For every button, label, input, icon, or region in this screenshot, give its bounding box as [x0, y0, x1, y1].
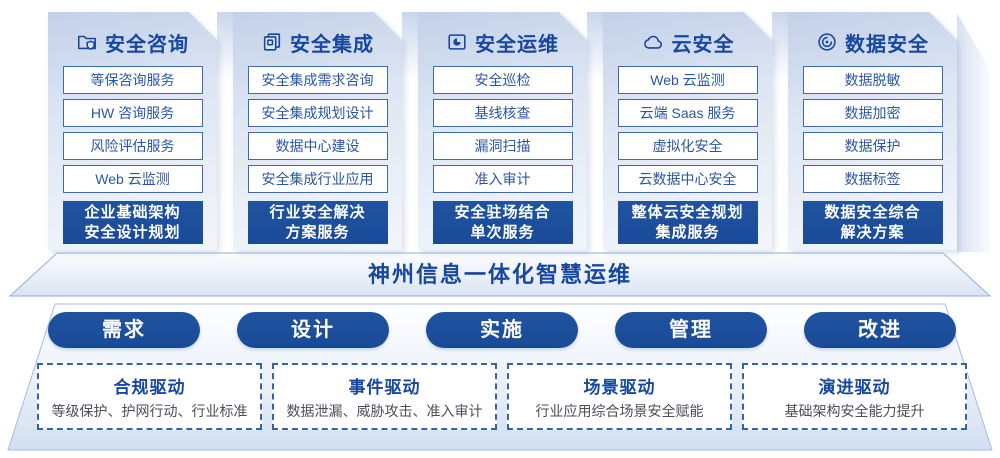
- service-item: 数据中心建设: [247, 132, 388, 160]
- service-card-security-operations: 安全运维 安全巡检 基线核查 漏洞扫描 准入审计 安全驻场结合 单次服务: [418, 12, 587, 250]
- platform-banner-title: 神州信息一体化智慧运维: [367, 262, 632, 287]
- documents-icon: [261, 31, 283, 53]
- driver-desc: 基础架构安全能力提升: [784, 402, 925, 419]
- card-header: 数据安全: [788, 29, 957, 56]
- service-item: 安全集成需求咨询: [247, 66, 388, 94]
- card-title: 数据安全: [845, 33, 929, 56]
- highlight-line: 安全设计规划: [84, 223, 181, 241]
- service-item: 基线核查: [432, 99, 573, 127]
- folder-chart-icon: [446, 31, 468, 53]
- driver-box-incident: 事件驱动 数据泄漏、威胁攻击、准入审计: [272, 363, 497, 430]
- service-item: 安全巡检: [432, 66, 573, 94]
- service-item: 数据保护: [802, 132, 943, 160]
- process-pill-improve: 改进: [804, 312, 956, 348]
- service-item: 安全集成行业应用: [247, 165, 388, 193]
- highlight-line: 数据安全综合: [824, 203, 921, 221]
- service-item: HW 咨询服务: [62, 99, 203, 127]
- highlight-line: 集成服务: [655, 223, 720, 241]
- driver-desc: 等级保护、护网行动、行业标准: [51, 402, 248, 419]
- highlight-line: 整体云安全规划: [631, 203, 744, 221]
- process-pill-demand: 需求: [48, 312, 200, 348]
- process-pill-implement: 实施: [426, 312, 578, 348]
- right-backdrop-wedge: [957, 13, 990, 252]
- card-header: 安全咨询: [48, 29, 217, 56]
- card-header: 安全运维: [418, 29, 587, 56]
- highlight-service: 数据安全综合 解决方案: [802, 201, 943, 244]
- cloud-icon: [641, 31, 665, 53]
- highlight-line: 解决方案: [840, 223, 905, 241]
- fingerprint-icon: [816, 31, 838, 53]
- highlight-line: 方案服务: [285, 223, 350, 241]
- highlight-line: 安全驻场结合: [454, 203, 551, 221]
- service-item: 数据脱敏: [802, 66, 943, 94]
- driver-title: 场景驱动: [583, 377, 656, 397]
- service-item: 云数据中心安全: [617, 165, 758, 193]
- driver-title: 合规驱动: [113, 377, 186, 397]
- card-gap-shade: [217, 12, 233, 80]
- card-gap-shade: [402, 12, 418, 80]
- card-title: 安全咨询: [105, 33, 189, 56]
- highlight-service: 行业安全解决 方案服务: [247, 201, 388, 244]
- service-item: 云端 Saas 服务: [617, 99, 758, 127]
- service-item: 风险评估服务: [62, 132, 203, 160]
- service-item: 数据加密: [802, 99, 943, 127]
- card-gap-shade: [587, 12, 603, 80]
- card-header: 安全集成: [233, 29, 402, 56]
- service-item: Web 云监测: [62, 165, 203, 193]
- service-item: 漏洞扫描: [432, 132, 573, 160]
- card-title: 安全集成: [290, 33, 374, 56]
- driver-box-compliance: 合规驱动 等级保护、护网行动、行业标准: [37, 363, 262, 430]
- driver-title: 演进驱动: [818, 377, 891, 397]
- card-gap-shade: [772, 12, 788, 80]
- service-item: 虚拟化安全: [617, 132, 758, 160]
- service-item: 数据标签: [802, 165, 943, 193]
- highlight-service: 企业基础架构 安全设计规划: [62, 201, 203, 244]
- service-item: Web 云监测: [617, 66, 758, 94]
- service-card-cloud-security: 云安全 Web 云监测 云端 Saas 服务 虚拟化安全 云数据中心安全 整体云…: [603, 12, 772, 250]
- driver-box-scenario: 场景驱动 行业应用综合场景安全赋能: [507, 363, 732, 430]
- highlight-line: 企业基础架构: [84, 203, 181, 221]
- service-card-security-consulting: 安全咨询 等保咨询服务 HW 咨询服务 风险评估服务 Web 云监测 企业基础架…: [48, 12, 217, 250]
- driver-desc: 数据泄漏、威胁攻击、准入审计: [286, 402, 483, 419]
- banner-platform: [8, 252, 992, 297]
- driver-desc: 行业应用综合场景安全赋能: [535, 402, 704, 419]
- process-pill-manage: 管理: [615, 312, 767, 348]
- service-card-security-integration: 安全集成 安全集成需求咨询 安全集成规划设计 数据中心建设 安全集成行业应用 行…: [233, 12, 402, 250]
- service-item: 准入审计: [432, 165, 573, 193]
- card-title: 云安全: [671, 33, 735, 56]
- process-pill-design: 设计: [237, 312, 389, 348]
- card-header: 云安全: [603, 29, 772, 56]
- highlight-service: 整体云安全规划 集成服务: [617, 201, 758, 244]
- service-card-data-security: 数据安全 数据脱敏 数据加密 数据保护 数据标签 数据安全综合 解决方案: [788, 12, 957, 250]
- folder-shield-icon: [76, 31, 98, 53]
- driver-title: 事件驱动: [348, 377, 421, 397]
- highlight-line: 行业安全解决: [269, 203, 366, 221]
- card-title: 安全运维: [475, 33, 559, 56]
- highlight-line: 单次服务: [470, 223, 535, 241]
- highlight-service: 安全驻场结合 单次服务: [432, 201, 573, 244]
- service-item: 等保咨询服务: [62, 66, 203, 94]
- service-item: 安全集成规划设计: [247, 99, 388, 127]
- driver-box-evolution: 演进驱动 基础架构安全能力提升: [742, 363, 967, 430]
